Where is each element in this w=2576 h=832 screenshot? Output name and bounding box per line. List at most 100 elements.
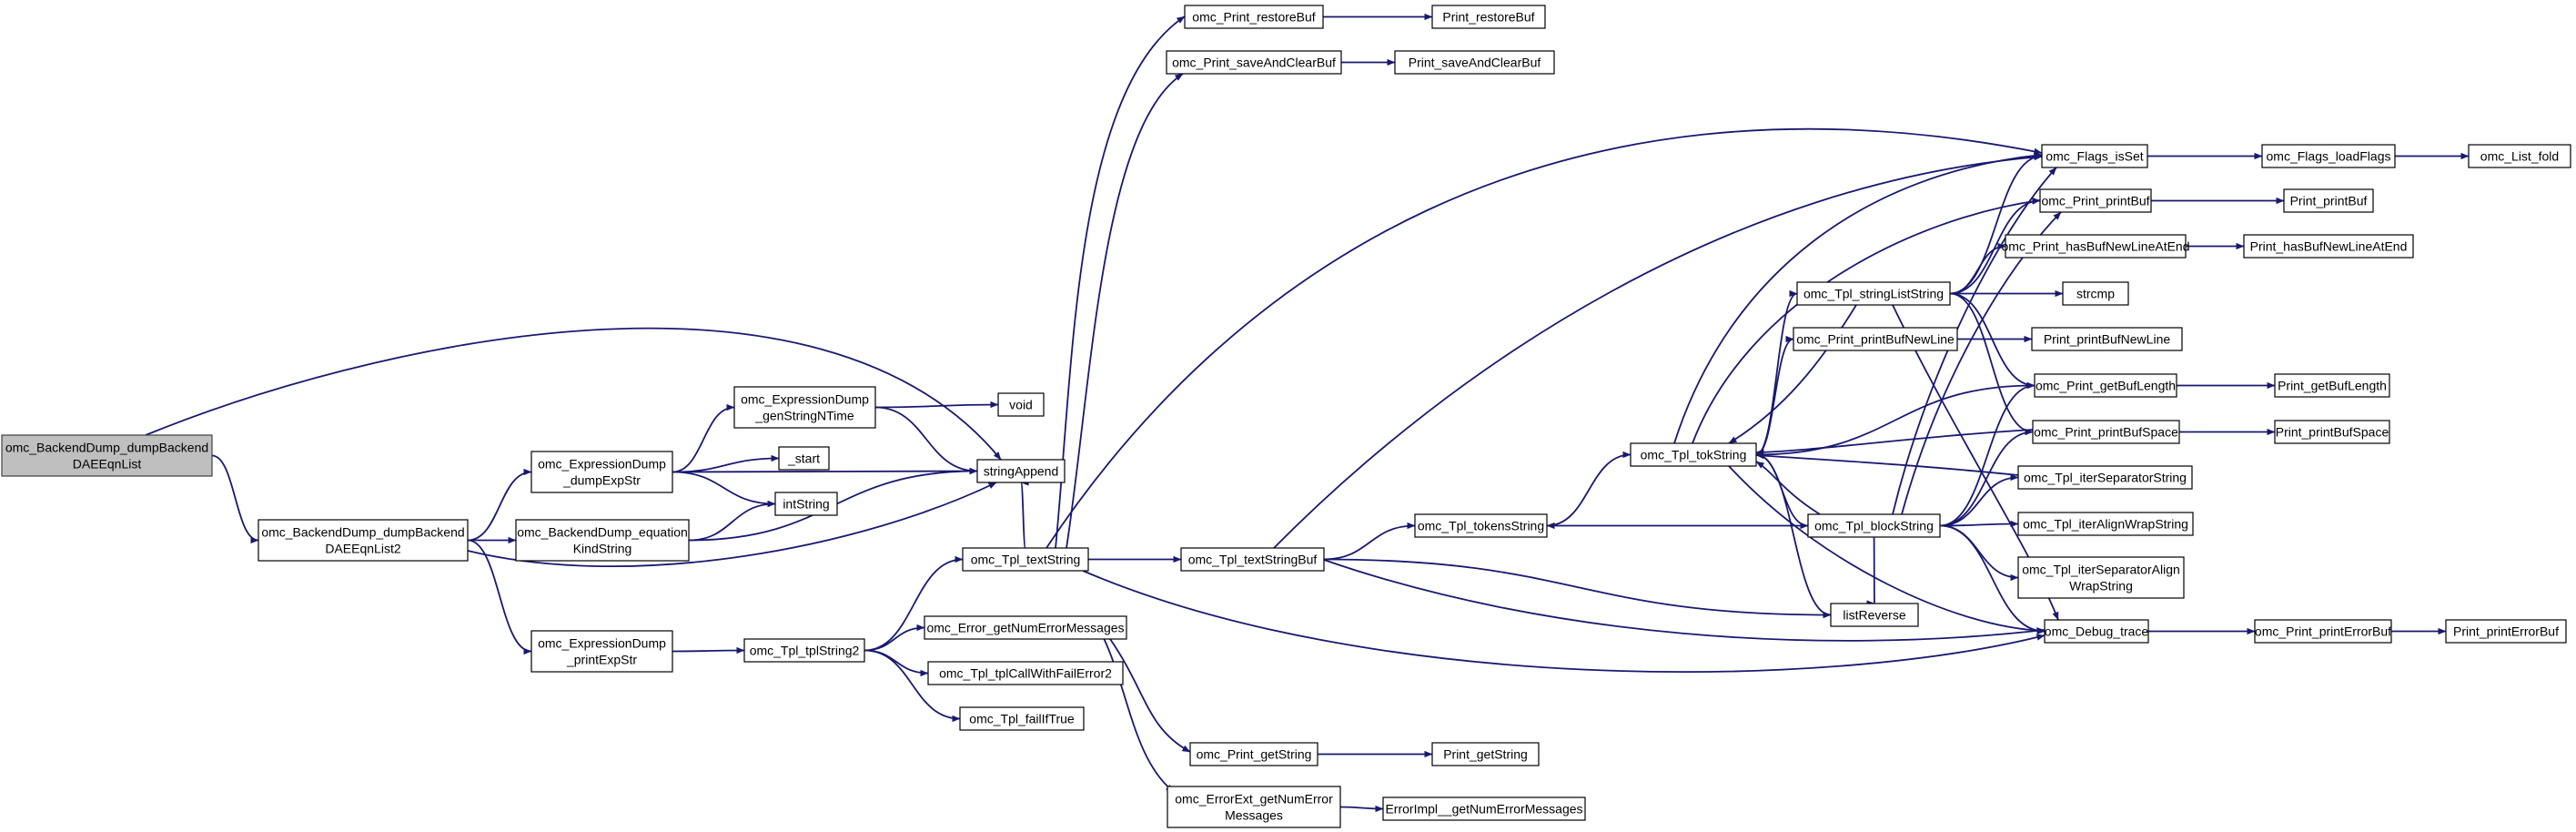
node-PrintRestoreBuf[interactable]: Print_restoreBuf (1431, 5, 1546, 29)
edge-tplTextString-to-flagsIsSet (1046, 127, 2043, 549)
node-ErrorImplGetNumErrorMessages[interactable]: ErrorImpl__getNumErrorMessages (1382, 796, 1586, 821)
node-errorGetNumErrorMessages[interactable]: omc_Error_getNumErrorMessages (924, 615, 1127, 640)
node-debugTrace[interactable]: omc_Debug_trace (2044, 619, 2149, 644)
edge-tplTokensString-to-tplTokString (1546, 451, 1631, 527)
node-failIfTrue[interactable]: omc_Tpl_failIfTrue (959, 706, 1085, 731)
edge-tplBlockString-to-listReverse (1865, 536, 1875, 605)
edge-tplString2-to-errorGetNumErrorMessages (864, 624, 925, 652)
node-tplStringListString[interactable]: omc_Tpl_stringListString (1796, 281, 1951, 306)
edge-tplTextString-to-printSaveAndClearBuf (1066, 73, 1184, 549)
node-tplIterSeparatorString[interactable]: omc_Tpl_iterSeparatorString (2017, 465, 2193, 490)
edge-printPrintBufSpace-to-tplTokString (1755, 429, 2034, 456)
node-label: omc_Tpl_tokString (1641, 448, 1747, 462)
node-start[interactable]: _start (778, 446, 830, 471)
node-label: intString (783, 497, 829, 512)
node-intString[interactable]: intString (774, 492, 838, 516)
node-box (1431, 5, 1546, 29)
node-box (1166, 50, 1342, 75)
node-tplTextStringBuf[interactable]: omc_Tpl_textStringBuf (1180, 547, 1325, 572)
node-printPrintErrorBuf[interactable]: omc_Print_printErrorBuf (2254, 619, 2392, 644)
node-PrintPrintBufSpace[interactable]: Print_printBufSpace (2274, 420, 2390, 444)
node-PrintSaveAndClearBuf[interactable]: Print_saveAndClearBuf (1394, 50, 1555, 75)
node-dumpExpStr[interactable]: omc_ExpressionDump_dumpExpStr (530, 451, 673, 493)
node-label: stringAppend (984, 464, 1059, 479)
node-tplTokensString[interactable]: omc_Tpl_tokensString (1414, 513, 1548, 538)
node-label: KindString (573, 542, 632, 556)
edge-tplTextStringBuf-to-debugTrace (1323, 559, 2046, 642)
node-listReverse[interactable]: listReverse (1830, 603, 1919, 627)
node-box (1630, 442, 1757, 467)
node-box (2041, 144, 2148, 168)
node-flagsIsSet[interactable]: omc_Flags_isSet (2041, 144, 2148, 168)
node-printHasBufNewLineAtEnd[interactable]: omc_Print_hasBufNewLineAtEnd (2001, 234, 2190, 259)
edge-genStringNTime-to-void (874, 401, 999, 409)
node-box (2032, 420, 2180, 444)
node-strcmp[interactable]: strcmp (2062, 281, 2129, 306)
node-label: omc_Print_getString (1197, 747, 1312, 762)
node-PrintPrintBufNewLine[interactable]: Print_printBufNewLine (2031, 327, 2183, 351)
node-box (2445, 619, 2567, 644)
node-label: listReverse (1843, 608, 1905, 623)
node-PrintGetBufLength[interactable]: Print_getBufLength (2274, 373, 2390, 398)
node-PrintPrintBuf[interactable]: Print_printBuf (2283, 188, 2374, 213)
node-stringAppend[interactable]: stringAppend (976, 459, 1066, 483)
node-box (2283, 188, 2374, 213)
edge-tplTokString-to-printPrintBuf (1692, 198, 2041, 444)
node-printPrintBufNewLine[interactable]: omc_Print_printBufNewLine (1793, 327, 1958, 351)
node-printSaveAndClearBuf[interactable]: omc_Print_saveAndClearBuf (1166, 50, 1342, 75)
node-printPrintBuf[interactable]: omc_Print_printBuf (2039, 188, 2152, 213)
edge-tplTokString-to-debugTrace (1728, 465, 2046, 634)
node-tplString2[interactable]: omc_Tpl_tplString2 (743, 638, 865, 663)
node-label: omc_Tpl_blockString (1814, 519, 1934, 533)
node-label: omc_Tpl_iterSeparatorAlign (2022, 563, 2180, 577)
node-label: Print_saveAndClearBuf (1409, 56, 1541, 70)
node-tplIterAlignWrapString[interactable]: omc_Tpl_iterAlignWrapString (2017, 512, 2194, 536)
node-box (924, 615, 1127, 640)
node-flagsLoadFlags[interactable]: omc_Flags_loadFlags (2261, 144, 2396, 168)
node-label: omc_ExpressionDump (538, 636, 666, 651)
node-genStringNTime[interactable]: omc_ExpressionDump_genStringNTime (733, 386, 876, 429)
node-printExpStr[interactable]: omc_ExpressionDump_printExpStr (530, 630, 673, 673)
node-box (997, 392, 1045, 417)
node-tplTextString[interactable]: omc_Tpl_textString (962, 547, 1089, 572)
node-box (1, 434, 213, 477)
node-box (2254, 619, 2392, 644)
node-printPrintBufSpace[interactable]: omc_Print_printBufSpace (2032, 420, 2180, 444)
node-PrintPrintErrorBuf[interactable]: Print_printErrorBuf (2445, 619, 2567, 644)
node-printGetString[interactable]: omc_Print_getString (1189, 742, 1318, 766)
node-printRestoreBuf[interactable]: omc_Print_restoreBuf (1184, 5, 1324, 29)
edge-tplBlockString-to-printPrintBufSpace (1939, 428, 2034, 527)
node-box (962, 547, 1089, 572)
node-label: omc_Tpl_failIfTrue (969, 712, 1075, 726)
node-tplCallWithFailError2[interactable]: omc_Tpl_tplCallWithFailError2 (927, 661, 1124, 685)
node-printGetBufLength[interactable]: omc_Print_getBufLength (2034, 373, 2177, 398)
node-label: Messages (1225, 808, 1283, 823)
node-box (733, 386, 876, 429)
node-tplTokString[interactable]: omc_Tpl_tokString (1630, 442, 1757, 467)
edge-errorExtGetNumErrorMessages-to-ErrorImplGetNumErrorMessages (1339, 805, 1384, 813)
node-PrintGetString[interactable]: Print_getString (1431, 742, 1540, 766)
edge-tplTextStringBuf-to-flagsIsSet (1273, 154, 2043, 549)
node-label: omc_Tpl_stringListString (1803, 287, 1944, 301)
node-label: Print_printBuf (2290, 194, 2368, 208)
node-void[interactable]: void (997, 392, 1045, 417)
node-box (2261, 144, 2396, 168)
edge-dumpExpStr-to-genStringNTime (672, 403, 735, 473)
node-box (1431, 742, 1540, 766)
node-box (2031, 327, 2183, 351)
node-label: omc_Tpl_tplCallWithFailError2 (939, 666, 1112, 681)
node-label: omc_Print_printBuf (2041, 194, 2149, 208)
node-box (1796, 281, 1951, 306)
node-tplBlockString[interactable]: omc_Tpl_blockString (1807, 513, 1941, 538)
edge-tplBlockString-to-printGetBufLength (1939, 381, 2036, 527)
node-label: omc_BackendDump_dumpBackend (5, 441, 208, 455)
node-listFold[interactable]: omc_List_fold (2468, 144, 2571, 168)
node-box (2062, 281, 2129, 306)
node-PrintHasBufNewLineAtEnd[interactable]: Print_hasBufNewLineAtEnd (2243, 234, 2414, 259)
node-errorExtGetNumErrorMessages[interactable]: omc_ErrorExt_getNumErrorMessages (1167, 786, 1341, 828)
